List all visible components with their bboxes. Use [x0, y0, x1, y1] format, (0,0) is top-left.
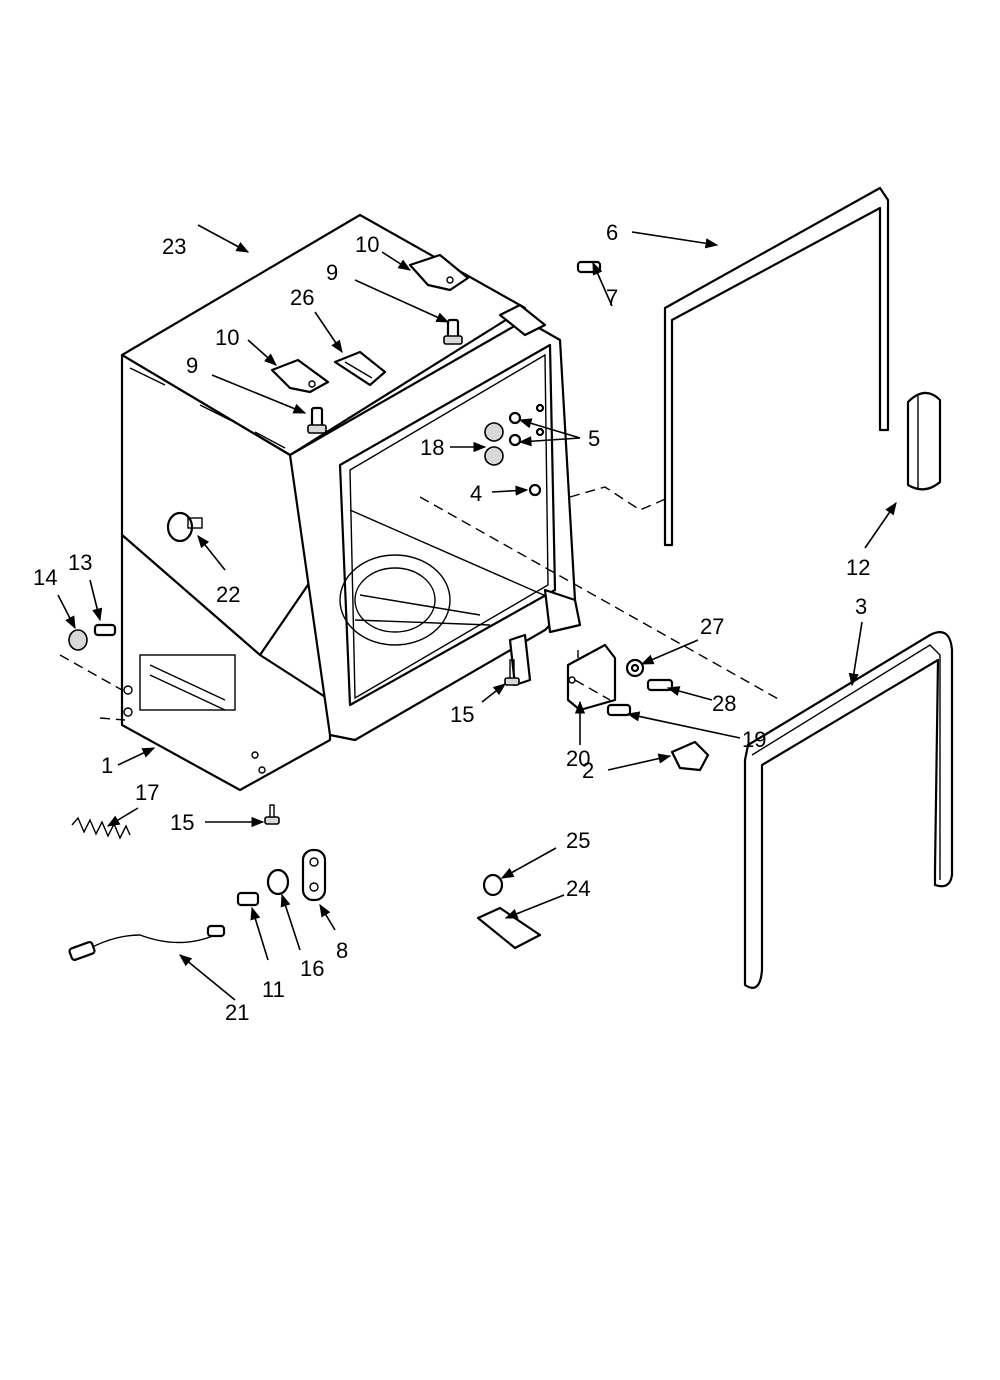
- callout-5: 5: [588, 426, 600, 451]
- callout-21: 21: [225, 1000, 249, 1025]
- bracket-8: [301, 848, 327, 902]
- callout-27: 27: [700, 614, 724, 639]
- bumpers-18: [484, 422, 504, 466]
- callout-11: 11: [262, 977, 285, 1002]
- callout-13: 13: [68, 550, 92, 575]
- callout-9-upper: 9: [326, 260, 338, 285]
- callout-15-front: 15: [450, 702, 474, 727]
- callout-7: 7: [606, 285, 618, 310]
- callout-24: 24: [566, 876, 590, 901]
- fitting-25: [482, 873, 504, 897]
- callout-9-lower: 9: [186, 353, 198, 378]
- callout-10-lower: 10: [215, 325, 239, 350]
- nut-14: [68, 629, 88, 651]
- bracket-10-upper: [408, 253, 470, 292]
- callout-labels: 23 10 9 26 10 9 6 7 5 18 4 12 3 22 14 13…: [33, 220, 870, 1025]
- callout-4: 4: [470, 481, 482, 506]
- callout-8: 8: [336, 938, 348, 963]
- washer-16: [266, 868, 290, 896]
- screw-13: [93, 623, 117, 637]
- screw-9-upper: [443, 318, 463, 345]
- callout-20: 20: [566, 746, 590, 771]
- fastener-4: [528, 483, 542, 497]
- leader-lines: [57, 224, 897, 1001]
- callout-10-upper: 10: [355, 232, 379, 257]
- latch-2: [670, 740, 710, 772]
- callout-1: 1: [101, 753, 113, 778]
- spring-17: [71, 816, 131, 840]
- screw-9-lower: [307, 406, 327, 434]
- callout-3: 3: [855, 594, 867, 619]
- leveling-leg-15-front: [504, 659, 520, 686]
- callout-12: 12: [846, 555, 870, 580]
- washer-27: [625, 658, 645, 678]
- callout-18: 18: [420, 435, 444, 460]
- callout-19: 19: [742, 727, 766, 752]
- callout-14: 14: [33, 565, 57, 590]
- gasket-end-12: [906, 391, 942, 491]
- plug-22: [166, 511, 203, 543]
- callout-28: 28: [712, 691, 736, 716]
- door-seal-3: [743, 631, 954, 989]
- screw-19: [606, 703, 632, 717]
- screw-28: [646, 678, 674, 692]
- clip-26: [333, 350, 387, 387]
- leveling-leg-15-rear: [264, 804, 280, 825]
- door-gasket-6: [663, 186, 890, 547]
- cable-21: [68, 924, 226, 961]
- callout-16: 16: [300, 956, 324, 981]
- callout-6: 6: [606, 220, 618, 245]
- alignment-lines: [59, 486, 781, 721]
- callout-2: 2: [582, 758, 594, 783]
- callout-22: 22: [216, 582, 240, 607]
- callout-25: 25: [566, 828, 590, 853]
- bracket-10-lower: [270, 358, 330, 394]
- callout-17: 17: [135, 780, 159, 805]
- callout-26: 26: [290, 285, 314, 310]
- callout-23: 23: [162, 234, 186, 259]
- bracket-24: [476, 906, 542, 950]
- callout-15-rear: 15: [170, 810, 194, 835]
- tub-assembly: [120, 213, 582, 792]
- screw-11: [236, 891, 260, 907]
- bracket-20: [566, 643, 617, 712]
